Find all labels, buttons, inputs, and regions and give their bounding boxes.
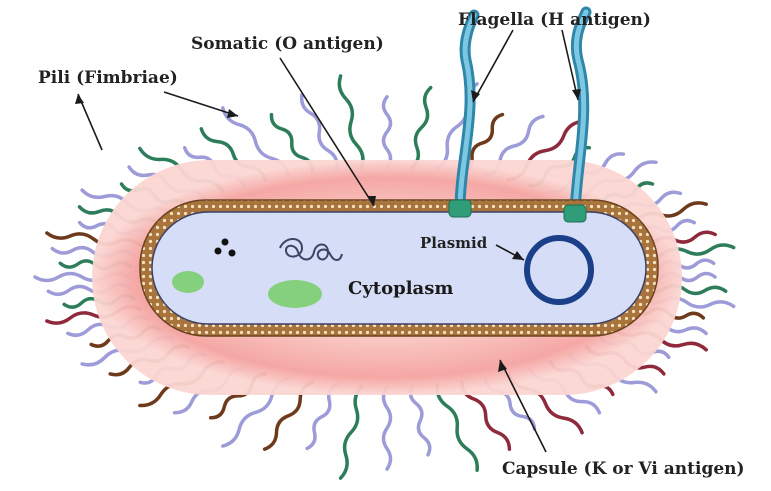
storage-granule-icon bbox=[172, 271, 204, 293]
arrowhead-icon bbox=[227, 109, 238, 118]
label-pili: Pili (Fimbriae) bbox=[38, 68, 178, 88]
flagellum-left-base-icon bbox=[449, 200, 471, 217]
leader-line-pili bbox=[164, 92, 238, 116]
storage-granule-icon bbox=[268, 280, 322, 308]
leader-line-flagella bbox=[473, 30, 513, 102]
pilus-strand bbox=[341, 387, 362, 479]
label-cytoplasm: Cytoplasm bbox=[348, 278, 453, 299]
label-flagella: Flagella (H antigen) bbox=[458, 10, 651, 30]
cytoplasm bbox=[152, 212, 646, 324]
label-plasmid: Plasmid bbox=[420, 234, 488, 252]
pilus-strand bbox=[339, 76, 363, 168]
pilus-strand bbox=[384, 97, 391, 167]
label-capsule: Capsule (K or Vi antigen) bbox=[502, 459, 745, 479]
flagellum-right-base-icon bbox=[564, 205, 586, 222]
label-somatic: Somatic (O antigen) bbox=[191, 34, 384, 54]
pilus-strand bbox=[384, 387, 391, 469]
pilus-strand bbox=[412, 88, 430, 168]
pilus-strand bbox=[411, 387, 430, 455]
